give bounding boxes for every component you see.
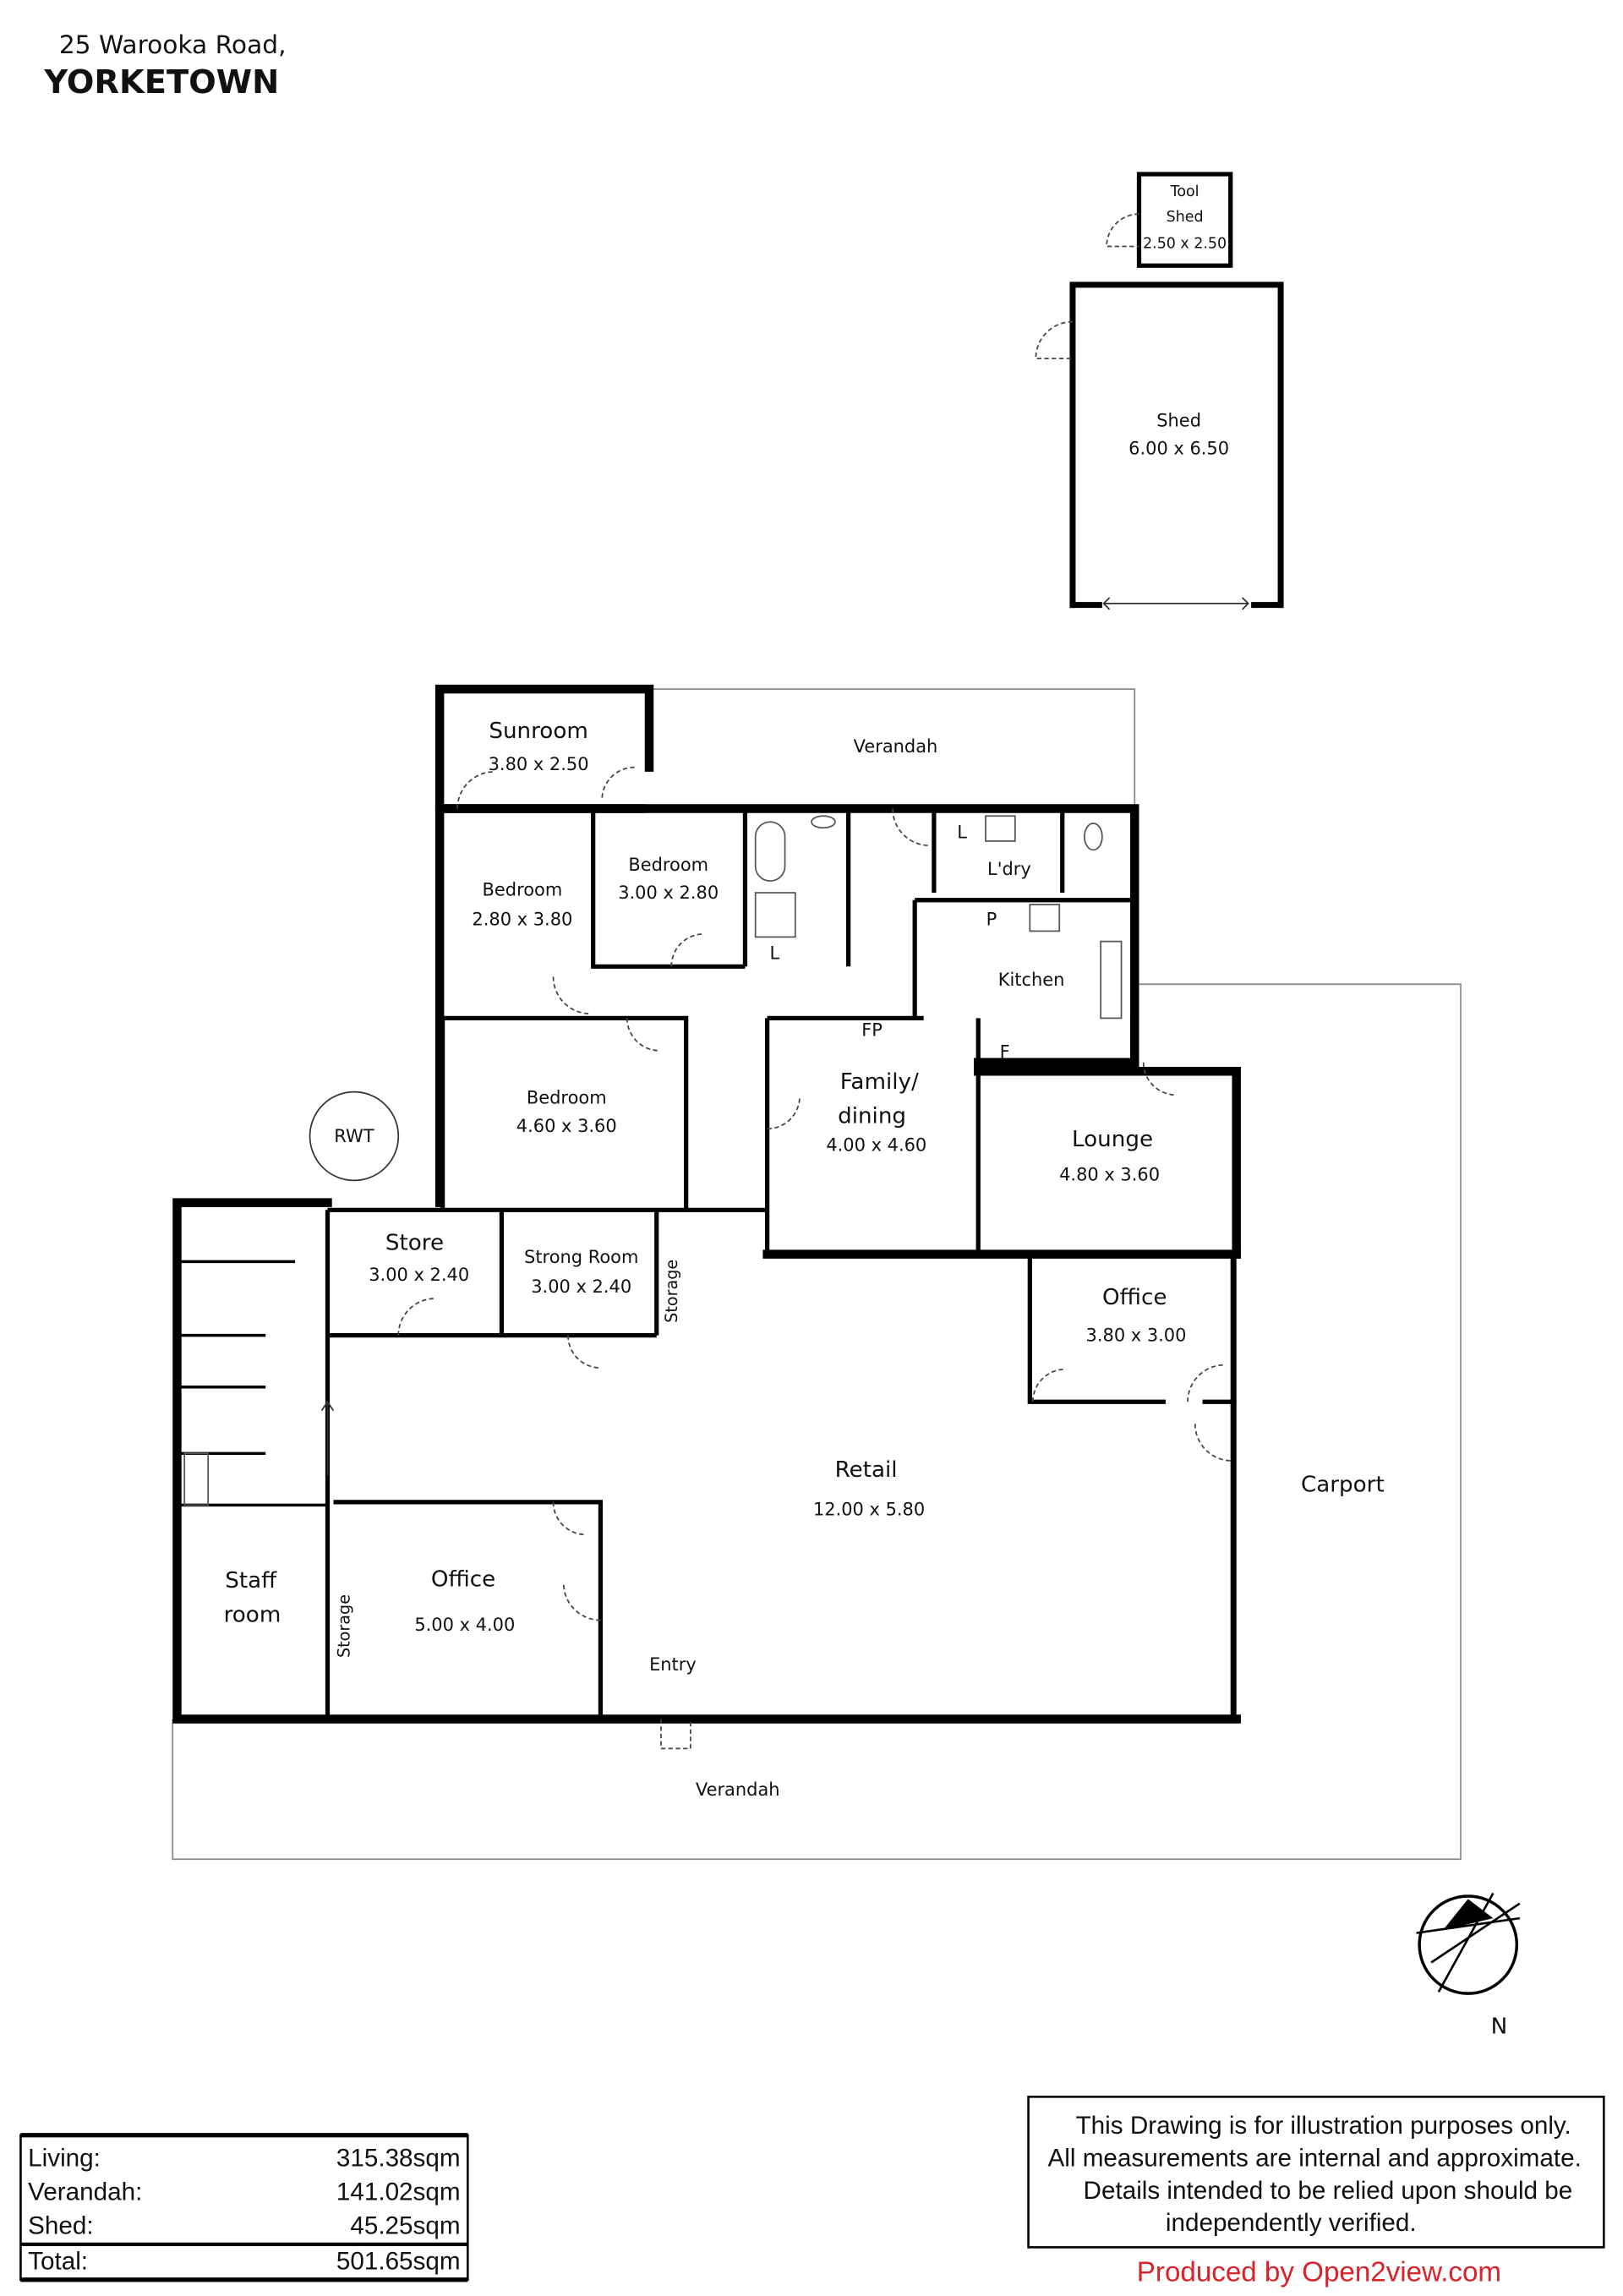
room-label: Store xyxy=(385,1230,444,1255)
north-label: N xyxy=(1491,2014,1508,2039)
fixtures xyxy=(183,815,1123,1506)
room-label: P xyxy=(986,909,997,929)
room-label: Office xyxy=(431,1566,495,1592)
walls xyxy=(172,684,1241,1724)
room-label: 3.00 x 2.40 xyxy=(531,1276,631,1297)
room-label: Verandah xyxy=(696,1779,780,1800)
room-label: 2.80 x 3.80 xyxy=(472,909,572,929)
room-label: Lounge xyxy=(1072,1127,1153,1152)
verandah-outline xyxy=(172,983,1462,1861)
room-label: 4.80 x 3.60 xyxy=(1059,1164,1160,1184)
room-label: Verandah xyxy=(854,736,938,757)
room-label: Shed xyxy=(1156,410,1201,430)
room-label: 45.25sqm xyxy=(350,2212,460,2240)
room-label: Storage xyxy=(662,1260,681,1323)
room-label: 141.02sqm xyxy=(336,2178,461,2206)
room-label: Tool xyxy=(1170,183,1199,200)
room-label: room xyxy=(224,1602,281,1627)
disclaimer: This Drawing is for illustration purpose… xyxy=(1027,2096,1605,2249)
tool-shed: Tool Shed 2.50 x 2.50 xyxy=(1106,172,1233,268)
shed: Shed 6.00 x 6.50 xyxy=(1035,282,1284,610)
room-label: Bedroom xyxy=(527,1088,607,1108)
room-label: L'dry xyxy=(987,859,1031,879)
room-label: dining xyxy=(838,1103,906,1129)
room-label: Entry xyxy=(649,1654,697,1675)
room-label: Bedroom xyxy=(628,855,708,875)
room-label: Carport xyxy=(1301,1473,1385,1498)
room-label: 501.65sqm xyxy=(336,2248,461,2276)
room-label: 2.50 x 2.50 xyxy=(1143,235,1227,252)
town: YORKETOWN xyxy=(43,63,279,101)
room-label: 4.60 x 3.60 xyxy=(516,1116,617,1136)
room-label: 4.00 x 4.60 xyxy=(826,1134,926,1155)
rainwater-tank xyxy=(309,1091,400,1182)
room-label: Shed xyxy=(1167,209,1204,226)
room-label: Kitchen xyxy=(998,970,1065,990)
room-label: F xyxy=(1000,1042,1010,1063)
room-label: RWT xyxy=(334,1126,374,1146)
room-label: 3.80 x 2.50 xyxy=(489,754,589,774)
room-label: L xyxy=(770,943,780,964)
room-label: Living: xyxy=(28,2144,101,2172)
room-label: This Drawing is for illustration purpose… xyxy=(1076,2112,1571,2140)
address: 25 Warooka Road, xyxy=(59,30,287,59)
room-label: Bedroom xyxy=(483,880,563,900)
room-label: 6.00 x 6.50 xyxy=(1128,439,1229,459)
room-label: 3.00 x 2.40 xyxy=(369,1265,469,1285)
area-table: Living: 315.38sqm Verandah: 141.02sqm Sh… xyxy=(19,2133,469,2282)
room-label: L xyxy=(957,822,967,842)
room-label: All measurements are internal and approx… xyxy=(1048,2144,1582,2172)
room-label: 5.00 x 4.00 xyxy=(414,1615,515,1635)
room-label: 315.38sqm xyxy=(336,2144,461,2172)
north-compass: N xyxy=(1416,1892,1521,2039)
verandah-top-outline xyxy=(649,688,1136,809)
room-label: 12.00 x 5.80 xyxy=(813,1500,925,1520)
room-label: Details intended to be relied upon shoul… xyxy=(1084,2177,1573,2205)
room-label: independently verified. xyxy=(1166,2209,1417,2237)
room-label: 3.00 x 2.80 xyxy=(618,883,719,903)
room-label: Total: xyxy=(28,2248,88,2276)
room-label: Strong Room xyxy=(524,1247,638,1267)
room-label: Staff xyxy=(225,1568,277,1594)
room-label: Verandah: xyxy=(28,2178,142,2206)
room-label: FP xyxy=(861,1020,883,1040)
room-label: 3.80 x 3.00 xyxy=(1086,1326,1187,1346)
room-label: Shed: xyxy=(28,2212,94,2240)
room-label: Sunroom xyxy=(489,719,588,744)
room-label: Office xyxy=(1102,1285,1167,1310)
room-label: Retail xyxy=(835,1457,898,1483)
credit: Produced by Open2view.com xyxy=(1137,2257,1501,2288)
room-label: Storage xyxy=(335,1594,354,1658)
room-label: Family/ xyxy=(840,1069,919,1095)
